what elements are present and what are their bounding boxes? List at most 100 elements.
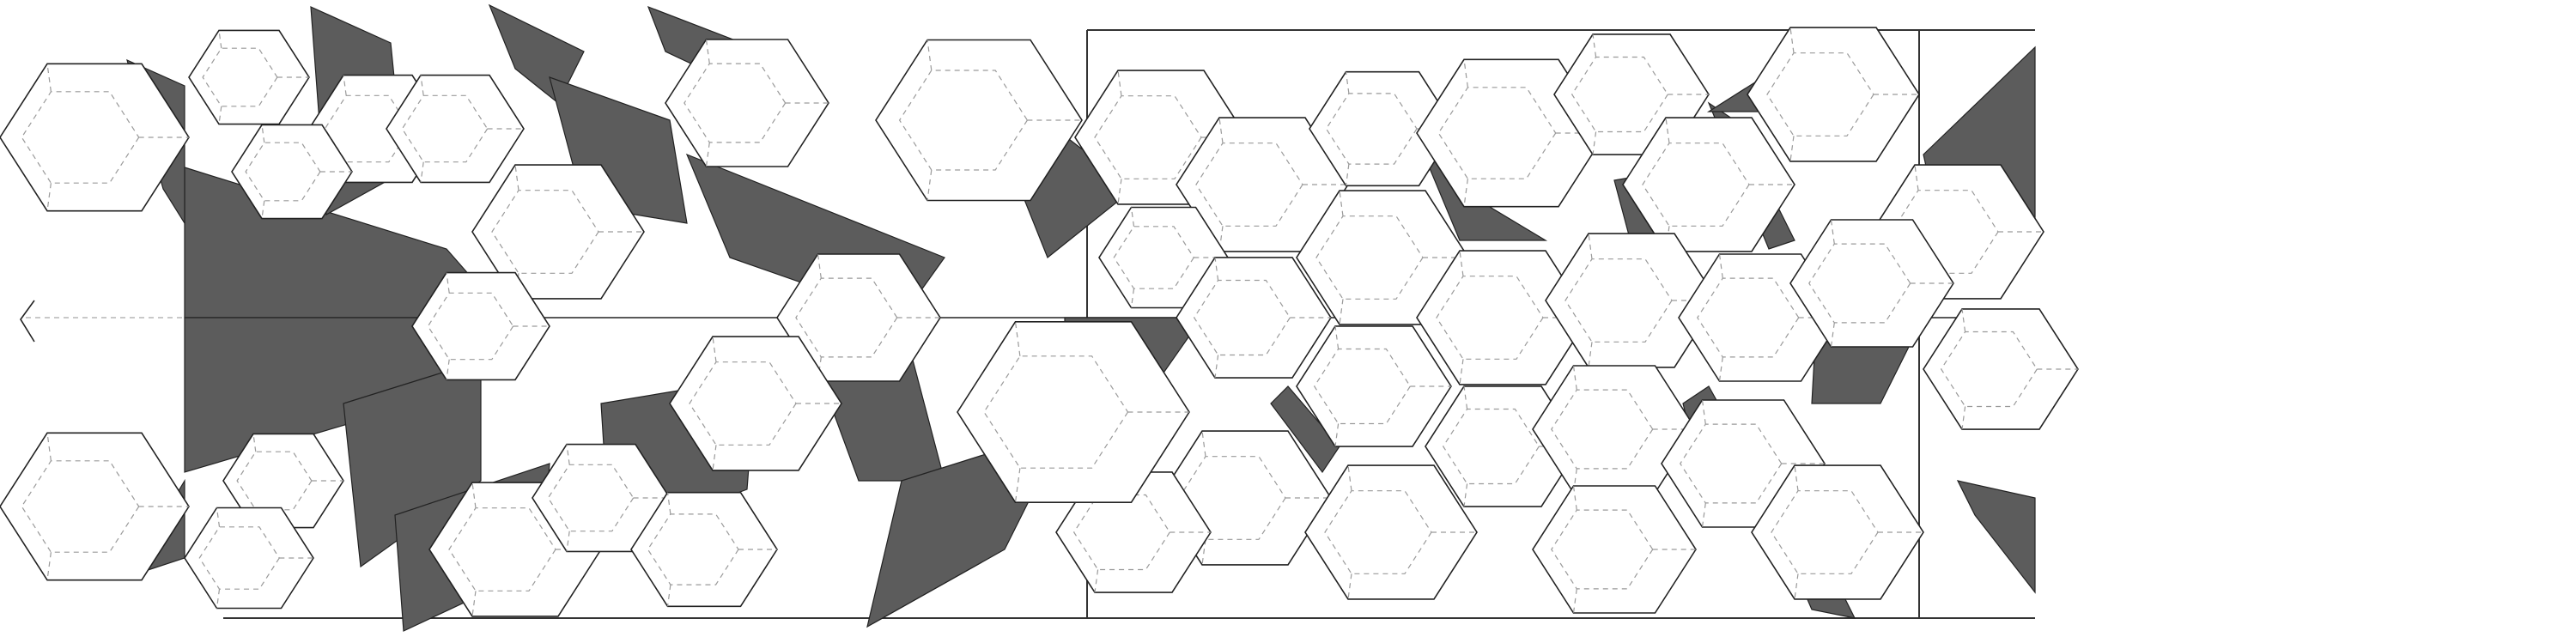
hex-depth-edge — [1345, 164, 1350, 186]
hex-depth-edge — [1588, 234, 1593, 259]
hex-hidden-edge — [647, 513, 739, 585]
hex-depth-edge — [1572, 485, 1577, 511]
hex-depth-edge — [514, 165, 519, 191]
hex-depth-edge — [705, 142, 710, 167]
hex-depth-edge — [1201, 539, 1206, 565]
hex-cells — [0, 27, 2079, 617]
hex-depth-edge — [1572, 588, 1577, 614]
hex-depth-edge — [218, 106, 222, 124]
hex-hidden-edge — [448, 507, 556, 592]
hex-hidden-edge — [1313, 348, 1412, 425]
hex-depth-edge — [1789, 27, 1795, 53]
hex-depth-edge — [1592, 33, 1597, 58]
hex-hidden-edge — [1642, 143, 1750, 227]
hex-depth-edge — [1789, 136, 1795, 161]
hex-depth-edge — [1794, 465, 1799, 491]
hex-hidden-edge — [898, 70, 1029, 171]
hex-depth-edge — [712, 445, 717, 470]
hex-hidden-edge — [1094, 95, 1202, 179]
hex-hidden-edge — [1072, 494, 1171, 571]
hex-depth-edge — [1347, 465, 1352, 491]
hex-cell — [471, 164, 645, 300]
hex-depth-edge — [666, 585, 671, 607]
hex-hidden-edge — [245, 142, 321, 202]
hex-cell — [184, 507, 314, 610]
hex-depth-edge — [1218, 118, 1224, 143]
hex-hidden-edge — [1325, 93, 1418, 165]
hex-depth-edge — [1588, 342, 1593, 367]
hex-depth-edge — [1572, 365, 1577, 391]
hex-depth-edge — [446, 272, 450, 294]
hex-hidden-edge — [1766, 52, 1874, 136]
hex-depth-edge — [1117, 70, 1122, 96]
hex-hidden-edge — [1195, 143, 1303, 227]
hex-hidden-edge — [1315, 215, 1424, 300]
hex-depth-edge — [1794, 573, 1799, 599]
hex-depth-edge — [1094, 569, 1099, 593]
hex-depth-edge — [1459, 251, 1464, 276]
hex-depth-edge — [1214, 257, 1219, 281]
hex-hidden-edge — [198, 526, 281, 590]
hex-cell — [0, 432, 190, 581]
hex-depth-edge — [1718, 356, 1723, 382]
hex-depth-edge — [46, 433, 52, 461]
hex-depth-edge — [1459, 359, 1464, 385]
hex-hidden-edge — [236, 451, 313, 511]
hex-cell — [1747, 27, 1920, 162]
hex-hidden-edge — [1697, 277, 1800, 358]
hex-hidden-edge — [427, 292, 514, 361]
hex-depth-edge — [46, 552, 52, 580]
hex-hidden-edge — [1324, 490, 1432, 574]
hex-depth-edge — [1914, 165, 1919, 191]
hex-depth-edge — [343, 75, 347, 96]
hex-hidden-edge — [491, 190, 599, 274]
hex-hidden-edge — [795, 277, 898, 358]
hex-cell — [222, 433, 344, 529]
hex-depth-edge — [927, 169, 933, 201]
hex-cell — [0, 63, 190, 212]
hex-depth-edge — [1665, 118, 1670, 143]
hex-hidden-edge — [1680, 423, 1783, 504]
hex-depth-edge — [1701, 399, 1706, 425]
hex-hidden-edge — [1808, 243, 1911, 324]
hex-depth-edge — [1701, 502, 1706, 528]
hex-hidden-edge — [689, 361, 797, 446]
hex-hidden-edge — [1193, 279, 1291, 356]
hex-hidden-edge — [401, 94, 489, 163]
hex-depth-edge — [1830, 219, 1835, 245]
hex-depth-edge — [446, 359, 450, 380]
hex-depth-edge — [420, 161, 424, 183]
hex-cell — [231, 124, 353, 220]
hex-depth-edge — [1830, 322, 1835, 348]
hex-hidden-edge — [202, 47, 278, 107]
hex-depth-edge — [712, 337, 717, 362]
hex-depth-edge — [1961, 308, 1966, 332]
hex-hidden-edge — [1564, 258, 1673, 343]
hex-hidden-edge — [547, 464, 635, 532]
hex-hidden-edge — [1771, 490, 1879, 574]
hex-depth-edge — [471, 591, 477, 616]
hex-depth-edge — [1463, 179, 1468, 207]
hex-cell — [669, 336, 842, 471]
hex-depth-edge — [1463, 483, 1468, 507]
hex-depth-edge — [1117, 179, 1122, 204]
hex-cell — [386, 74, 525, 184]
hex-depth-edge — [218, 30, 222, 49]
hex-hidden-edge — [683, 63, 787, 143]
hex-depth-edge — [666, 492, 671, 514]
hex-hidden-edge — [1551, 389, 1654, 470]
hex-depth-edge — [261, 200, 265, 219]
hex-depth-edge — [1334, 423, 1340, 447]
hex-depth-edge — [261, 124, 265, 143]
hex-hidden-edge — [1940, 331, 2038, 408]
hex-cell — [1545, 233, 1718, 368]
hex-cell — [1622, 117, 1795, 252]
hex-depth-edge — [252, 434, 257, 452]
shadow-wedge — [343, 360, 482, 568]
hex-depth-edge — [420, 75, 424, 96]
hex-depth-edge — [1339, 191, 1344, 216]
hex-hidden-edge — [983, 355, 1129, 469]
hex-depth-edge — [1961, 406, 1966, 430]
hex-cell — [957, 320, 1190, 504]
hex-cell — [1309, 70, 1456, 187]
